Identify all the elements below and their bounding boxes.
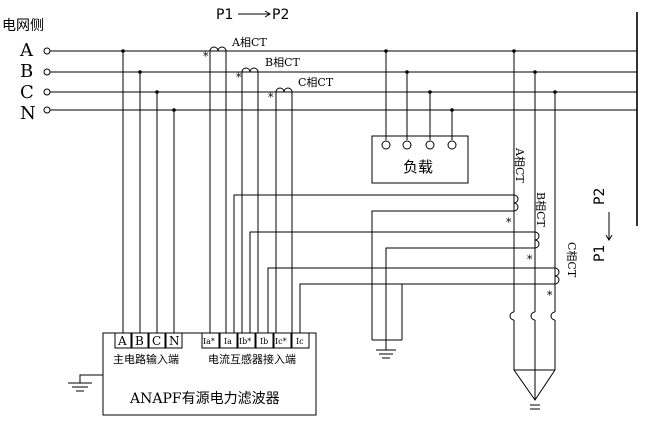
ct-terminal-ia: Ia — [224, 337, 232, 346]
ct-right-a-polarity: * — [506, 216, 512, 229]
main-feeders — [121, 49, 176, 333]
ct-top-b-label: B相CT — [265, 56, 300, 69]
ground-icon-device — [68, 374, 103, 392]
load-label: 负载 — [403, 158, 433, 176]
ct-terminal-ib-star: Ib* — [239, 337, 251, 346]
phase-label-c: C — [20, 82, 34, 103]
ct-right-b-polarity: * — [527, 253, 533, 266]
bus-b — [43, 68, 637, 76]
ct-terminal-ic: Ic — [296, 337, 304, 346]
ct-top-c-label: C相CT — [298, 76, 334, 89]
phase-label-n: N — [20, 103, 36, 124]
ct-top-b: B相CT * — [236, 56, 300, 84]
direction-right: P2 P1 — [592, 188, 613, 262]
direction-top-p1: P1 — [216, 7, 233, 23]
main-terminal-b: B — [135, 334, 144, 348]
main-terminal-n: N — [169, 334, 180, 348]
direction-right-p2: P2 — [592, 188, 608, 205]
ct-top-a-label: A相CT — [231, 36, 267, 49]
ct-top-a-polarity: * — [203, 50, 209, 63]
phase-label-a: A — [19, 40, 34, 61]
ground-icon-ct — [376, 340, 396, 359]
ct-terminal-ia-star: Ia* — [203, 337, 215, 346]
ct-terminals-label: 电流互感器接入端 — [208, 352, 296, 366]
ct-top-b-polarity: * — [236, 71, 242, 84]
ct-terminal-ic-star: Ic* — [275, 337, 287, 346]
bus-a — [43, 47, 637, 55]
direction-right-p1: P1 — [592, 245, 608, 262]
ct-top-a: A相CT * — [203, 36, 267, 63]
phase-label-b: B — [20, 61, 33, 82]
ct-right-c: C相CT * — [547, 242, 578, 302]
ct-right-a: A相CT * — [506, 147, 526, 229]
bus-c — [43, 88, 637, 96]
device-name: ANAPF有源电力滤波器 — [129, 391, 280, 407]
ct-right-c-polarity: * — [547, 289, 553, 302]
main-terminal-a: A — [117, 334, 127, 348]
grid-side-label: 电网侧 — [2, 18, 44, 34]
direction-top-p2: P2 — [272, 7, 289, 23]
ct-right-b-label: B相CT — [534, 192, 547, 227]
ct-right-c-label: C相CT — [565, 242, 578, 278]
ct-right-a-label: A相CT — [513, 147, 526, 183]
main-terminals-label: 主电路输入端 — [113, 352, 179, 366]
ct-top-c: C相CT * — [268, 76, 334, 104]
apf-device: A B C N 主电路输入端 Ia* Ia Ib* Ib Ic* Ic 电流互感… — [102, 332, 317, 416]
bus-n — [43, 106, 637, 114]
load-block: 负载 — [371, 49, 469, 184]
top-ct-leads — [209, 51, 293, 333]
direction-top: P1 P2 — [216, 7, 289, 23]
ct-terminal-ib: Ib — [260, 337, 268, 346]
ct-right-b: B相CT * — [527, 192, 547, 266]
capacitor-bank — [509, 311, 556, 410]
ct-top-c-polarity: * — [268, 91, 274, 104]
main-terminal-c: C — [152, 334, 161, 348]
right-ct-leads — [233, 194, 555, 341]
